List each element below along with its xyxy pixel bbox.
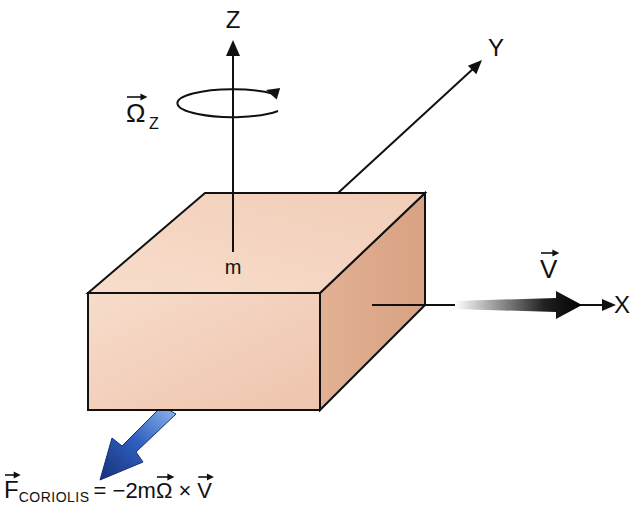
- axis-label: Z: [226, 8, 241, 32]
- x-axis-head: [602, 299, 616, 311]
- vector-arrow: [127, 96, 142, 98]
- axis-label: X: [614, 293, 630, 317]
- formula-text: ×: [178, 480, 191, 502]
- y-axis: [338, 68, 474, 193]
- top-face: [88, 193, 425, 293]
- formula-symbol: Ω: [156, 480, 172, 502]
- formula-text: = −2m: [94, 480, 156, 502]
- formula: FCORIOLIS = −2mΩ × V: [4, 478, 212, 502]
- omega-symbol: Ω: [126, 100, 145, 126]
- block-illustration: [86, 190, 428, 412]
- force-subscript: CORIOLIS: [19, 490, 90, 504]
- y-axis-head: [468, 60, 482, 74]
- formula-symbol: V: [197, 480, 212, 502]
- axis-label: Y: [488, 36, 504, 60]
- vector-arrow: [541, 252, 554, 254]
- z-axis: [232, 50, 234, 252]
- mass-block: m: [86, 190, 428, 412]
- velocity-symbol: V: [540, 256, 557, 282]
- rotation-arrow: [177, 89, 278, 117]
- front-face: [88, 293, 320, 410]
- mass-label: m: [225, 256, 242, 279]
- force-symbol: F: [4, 478, 19, 502]
- coriolis-arrow: [100, 406, 176, 480]
- omega-subscript: Z: [149, 116, 159, 132]
- z-axis-head: [226, 40, 240, 56]
- rotation-head: [266, 88, 280, 99]
- velocity-arrow: [455, 291, 582, 319]
